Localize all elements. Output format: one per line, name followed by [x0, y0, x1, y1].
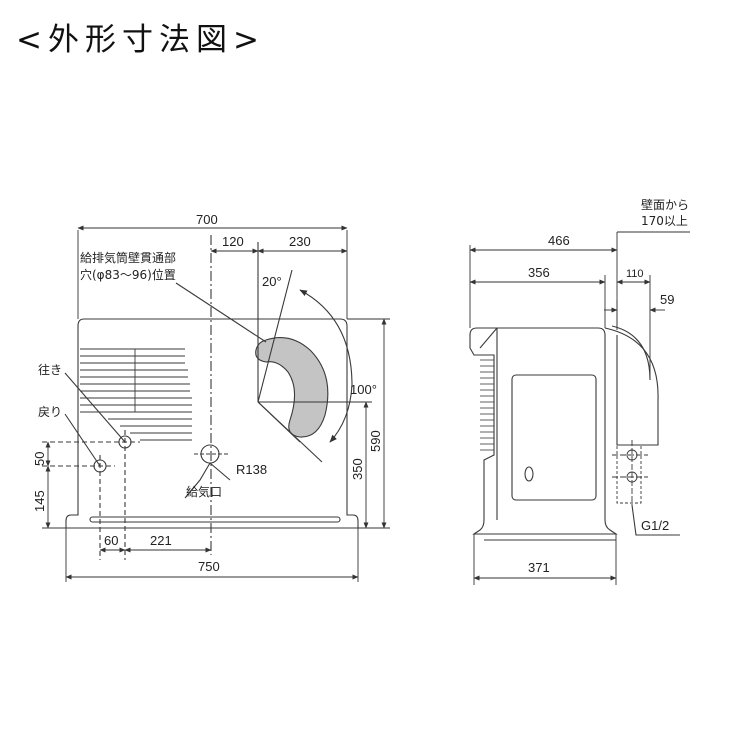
swing-arc — [299, 289, 353, 443]
side-door — [511, 374, 597, 501]
outgoing-label: 往き — [38, 362, 62, 377]
angle-100: 100° — [350, 382, 377, 397]
door-handle — [524, 466, 534, 482]
dim-120: 120 — [222, 234, 244, 249]
angle-20: 20° — [262, 274, 282, 289]
side-duct-curve — [604, 327, 659, 446]
dim-350: 350 — [350, 458, 365, 480]
wall-clearance-line2: 170以上 — [641, 214, 688, 228]
thread-g1-2: G1/2 — [641, 518, 669, 533]
front-view — [42, 235, 359, 560]
dim-356: 356 — [528, 265, 550, 280]
duct-hole-label-line1: 給排気筒壁貫通部 — [80, 250, 176, 265]
dim-60: 60 — [104, 533, 118, 548]
dim-145: 145 — [32, 490, 47, 512]
dim-700: 700 — [196, 212, 218, 227]
dim-59: 59 — [660, 292, 674, 307]
dim-50: 50 — [32, 452, 47, 466]
side-body-outline — [469, 327, 618, 535]
dim-110: 110 — [626, 268, 644, 280]
duct-hole-label-line2: 穴(φ83〜96)位置 — [80, 267, 176, 282]
dim-371: 371 — [528, 560, 550, 575]
page-title: <外形寸法図> — [16, 22, 265, 58]
side-fins — [480, 359, 494, 451]
front-dimension-lines — [45, 225, 390, 582]
front-grille — [80, 348, 192, 441]
return-label: 戻り — [38, 405, 62, 419]
pipe-fittings — [612, 440, 648, 505]
radius-r138: R138 — [236, 462, 267, 477]
exhaust-duct — [255, 337, 329, 438]
side-dimension-lines — [469, 231, 690, 585]
dim-466: 466 — [548, 233, 570, 248]
wall-clearance-line1: 壁面から — [641, 197, 689, 212]
dim-590: 590 — [368, 430, 383, 452]
side-view — [469, 325, 680, 541]
front-base-slot — [89, 516, 341, 523]
dim-230: 230 — [289, 234, 311, 249]
dim-221: 221 — [150, 533, 172, 548]
air-intake-label: 給気口 — [186, 484, 222, 499]
dim-750: 750 — [198, 559, 220, 574]
